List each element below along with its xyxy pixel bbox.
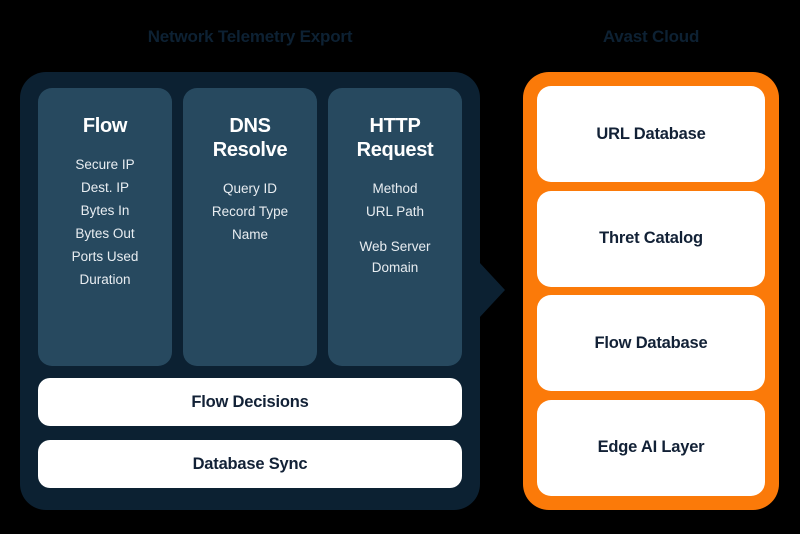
cloud-card-label: Flow Database xyxy=(594,333,708,352)
database-sync-label: Database Sync xyxy=(192,454,308,473)
column-item-list: Secure IP Dest. IP Bytes In Bytes Out Po… xyxy=(38,154,172,290)
telemetry-columns-row: Flow Secure IP Dest. IP Bytes In Bytes O… xyxy=(38,88,462,366)
list-item: URL Path xyxy=(365,204,425,219)
list-item: Bytes In xyxy=(80,203,130,218)
database-sync-bar[interactable]: Database Sync xyxy=(38,440,462,488)
list-item: Name xyxy=(231,227,268,242)
column-title: Flow xyxy=(82,115,128,137)
cloud-card-label: Edge AI Layer xyxy=(597,438,705,457)
list-item: Method xyxy=(372,181,418,196)
flow-decisions-bar[interactable]: Flow Decisions xyxy=(38,378,462,426)
cloud-card-flow-database[interactable]: Flow Database xyxy=(537,295,765,392)
network-telemetry-export-panel: Flow Secure IP Dest. IP Bytes In Bytes O… xyxy=(20,72,480,510)
network-telemetry-export-title: Network Telemetry Export xyxy=(147,27,353,46)
column-item-list: Query ID Record Type Name xyxy=(183,178,317,245)
cloud-card-thret-catalog[interactable]: Thret Catalog xyxy=(537,190,765,287)
list-item: Bytes Out xyxy=(75,226,135,241)
telemetry-column-dns-resolve[interactable]: DNS Resolve Query ID Record Type Name xyxy=(183,88,317,366)
list-item: Duration xyxy=(79,272,131,287)
cloud-card-label: Thret Catalog xyxy=(599,229,703,248)
list-item: Query ID xyxy=(222,181,277,196)
cloud-card-url-database[interactable]: URL Database xyxy=(537,86,765,182)
column-title: HTTP Request xyxy=(356,115,434,161)
list-item: Ports Used xyxy=(71,249,139,264)
telemetry-column-flow[interactable]: Flow Secure IP Dest. IP Bytes In Bytes O… xyxy=(38,88,172,366)
avast-cloud-title: Avast Cloud xyxy=(602,27,700,46)
list-item: Secure IP xyxy=(75,157,135,172)
avast-cloud-panel: URL Database Thret Catalog Flow Database… xyxy=(523,72,779,510)
telemetry-column-http-request[interactable]: HTTP Request Method URL Path Web Server … xyxy=(328,88,462,366)
cloud-card-label: URL Database xyxy=(596,124,706,143)
list-item: Record Type xyxy=(211,204,289,219)
list-item: Dest. IP xyxy=(80,180,129,195)
flow-decisions-label: Flow Decisions xyxy=(191,392,309,411)
cloud-card-edge-ai-layer[interactable]: Edge AI Layer xyxy=(537,399,765,496)
list-item: Web Server Domain xyxy=(359,239,431,275)
column-title: DNS Resolve xyxy=(212,115,288,161)
arrow-right-icon xyxy=(479,262,505,318)
column-item-list: Method URL Path Web Server Domain xyxy=(328,178,462,278)
